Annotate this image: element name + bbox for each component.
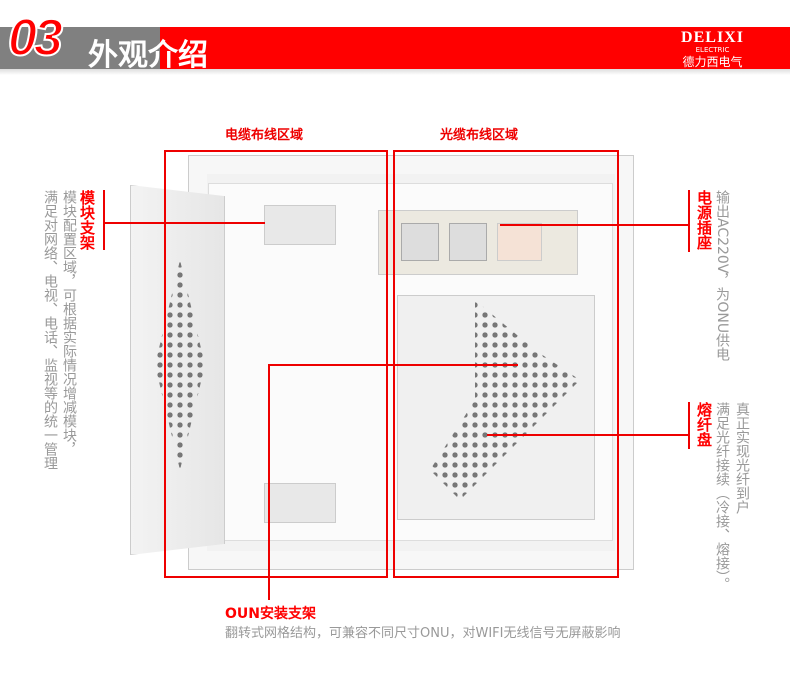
power-socket xyxy=(378,210,578,275)
module-callout-line xyxy=(105,222,265,224)
outlet-1 xyxy=(401,223,439,261)
onu-desc: 翻转式网格结构，可兼容不同尺寸ONU，对WIFI无线信号无屏蔽影响 xyxy=(225,626,621,641)
power-title: 电源插座 xyxy=(695,190,713,250)
splice-desc-2: 真正实现光纤到户 xyxy=(734,402,750,514)
splice-callout-bar xyxy=(688,402,690,449)
zone-label-cable: 电缆布线区域 xyxy=(225,128,304,143)
module-desc-1: 模块配置区域，可根据实际情况增减模块， xyxy=(61,190,77,456)
brand-name: DELIXI xyxy=(681,29,744,46)
section-title: 外观介绍 xyxy=(88,38,208,73)
module-bracket-top xyxy=(264,205,336,245)
module-callout-bar xyxy=(103,190,105,250)
header-shadow xyxy=(0,69,790,75)
onu-callout-horizontal xyxy=(268,364,518,366)
power-callout-line xyxy=(500,224,688,226)
splice-title: 熔纤盘 xyxy=(695,402,713,447)
brand-logo: DELIXI ELECTRIC 德力西电气 xyxy=(675,30,750,70)
onu-title: OUN安装支架 xyxy=(225,606,316,622)
module-title: 模块支架 xyxy=(78,190,96,250)
socket-switch xyxy=(497,223,542,261)
module-bracket-bottom xyxy=(264,483,336,523)
splice-callout-line xyxy=(487,434,688,436)
section-number: 03 xyxy=(7,8,64,68)
brand-sub: ELECTRIC xyxy=(695,46,730,54)
module-desc-2: 满足对网络、电视、电话、监视等的统一管理 xyxy=(42,190,58,470)
splice-desc-1: 满足光纤接续（冷接、熔接）。 xyxy=(714,402,730,591)
header-banner-red xyxy=(160,27,790,69)
brand-cn: 德力西电气 xyxy=(682,55,743,69)
zone-label-fiber: 光缆布线区域 xyxy=(440,128,519,143)
power-desc: 输出AC220V，为ONU供电 xyxy=(714,190,730,362)
power-callout-bar xyxy=(688,190,690,252)
onu-callout-vertical xyxy=(268,364,270,600)
outlet-2 xyxy=(449,223,487,261)
